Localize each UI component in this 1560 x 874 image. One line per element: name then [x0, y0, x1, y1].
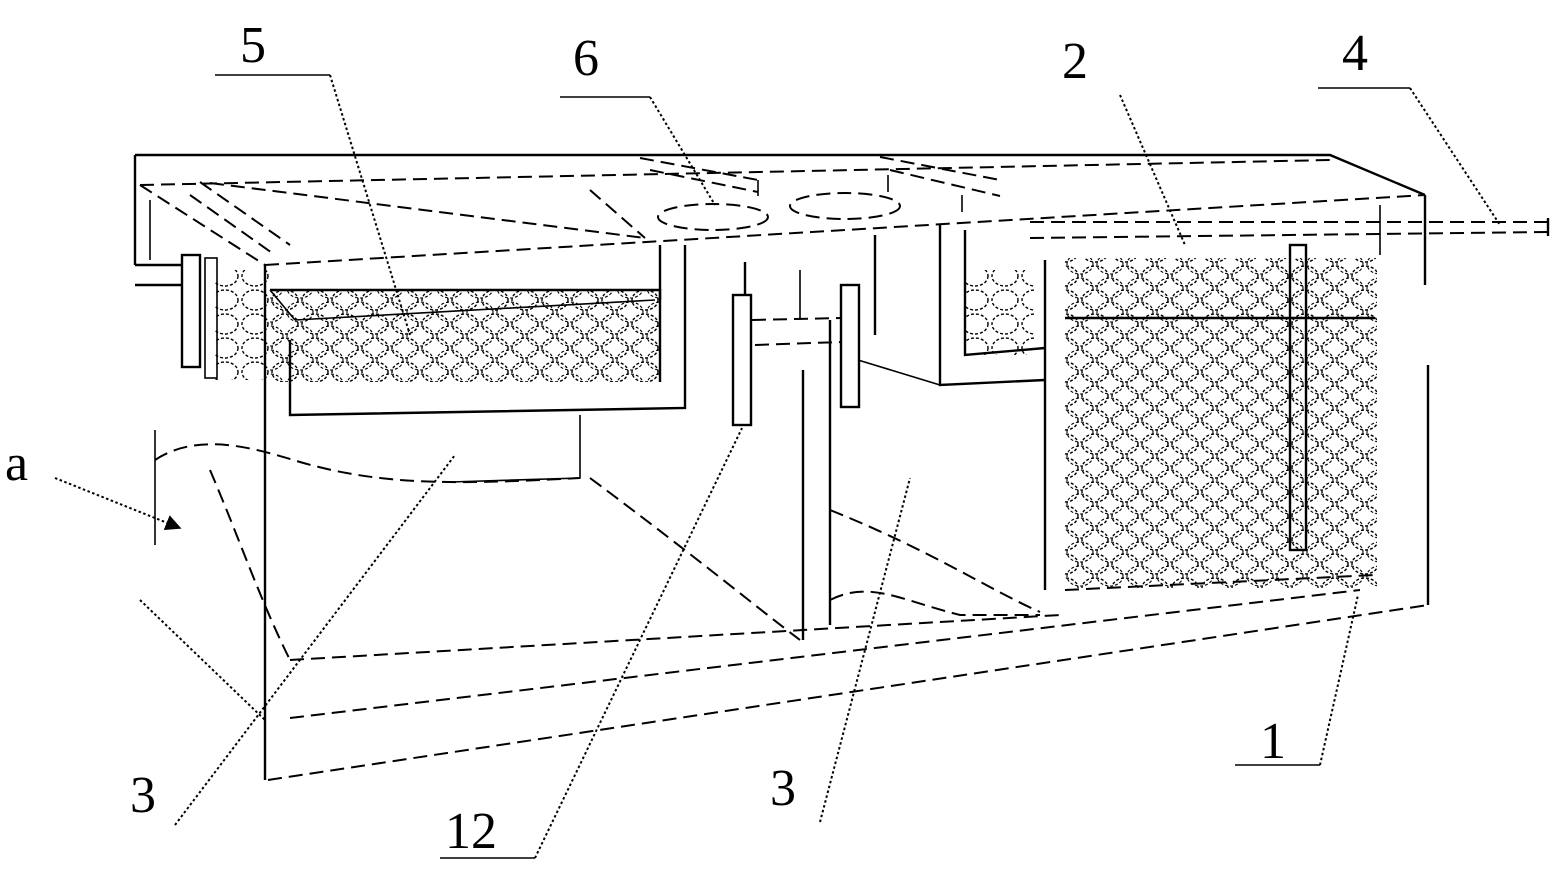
label-3-center: 3 — [770, 760, 796, 817]
reference-labels: 5 6 2 4 a 3 12 3 1 — [5, 17, 1368, 860]
leader-6 — [649, 96, 716, 206]
label-4: 4 — [1342, 25, 1368, 82]
leader-2 — [1119, 94, 1186, 246]
top-openings — [639, 156, 1001, 231]
leader-4 — [1409, 87, 1501, 226]
leader-3-left — [174, 454, 456, 826]
sludge-hoppers — [154, 430, 1041, 661]
left-media-chamber — [149, 200, 687, 417]
leader-a-arrow — [54, 477, 182, 531]
leader-5 — [329, 74, 411, 336]
leader-1 — [1319, 594, 1359, 766]
right-pipe — [1288, 243, 1308, 552]
label-5: 5 — [240, 17, 266, 74]
leader-3-center — [819, 477, 911, 823]
leader-lines — [54, 74, 1501, 859]
right-media-block — [938, 218, 1550, 590]
label-3-left: 3 — [130, 767, 156, 824]
label-a: a — [5, 435, 28, 492]
label-2: 2 — [1062, 33, 1088, 90]
label-1: 1 — [1260, 713, 1286, 770]
label-12: 12 — [445, 803, 497, 860]
leader-3-left-b — [139, 599, 266, 721]
label-6: 6 — [573, 30, 599, 87]
